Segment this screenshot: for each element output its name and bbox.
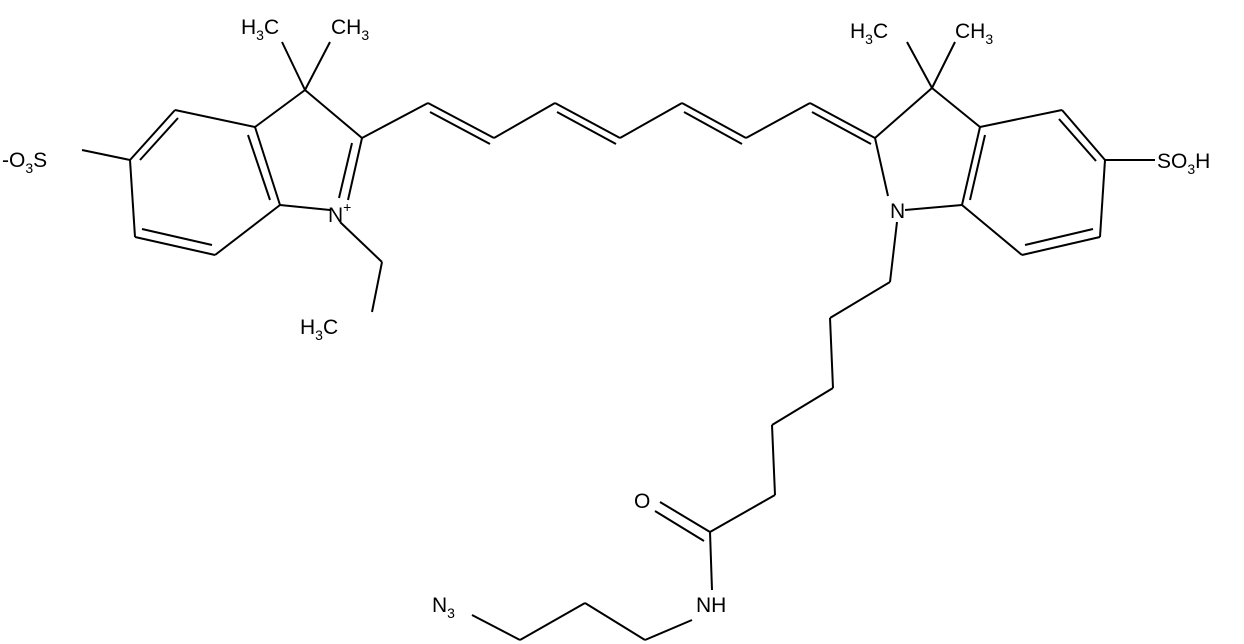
- bond: [347, 137, 363, 201]
- bond: [619, 102, 683, 139]
- bond: [141, 228, 213, 246]
- bond: [281, 41, 306, 91]
- bond: [931, 41, 956, 89]
- bond: [361, 102, 429, 139]
- atom-label-oxygen: O: [634, 490, 650, 513]
- bond: [931, 87, 981, 128]
- bond: [979, 109, 1063, 128]
- bond: [906, 41, 933, 89]
- bond: [961, 126, 981, 206]
- bond: [745, 102, 811, 139]
- bond: [969, 134, 986, 201]
- bond: [659, 501, 711, 533]
- bond: [134, 236, 216, 256]
- bond: [304, 89, 363, 139]
- bond: [644, 619, 693, 641]
- atom-label-h3c: H3C: [850, 20, 888, 47]
- bond: [874, 87, 933, 139]
- bond: [709, 531, 713, 591]
- bond: [254, 89, 306, 128]
- bond: [129, 109, 176, 161]
- atom-label-n-plus: N+: [328, 199, 351, 227]
- bond: [654, 510, 705, 542]
- bond: [1024, 228, 1094, 246]
- bond: [1099, 159, 1106, 238]
- atom-label-sulfonic-acid: SO3H: [1157, 150, 1210, 177]
- bond: [771, 424, 776, 496]
- atom-label-h3c: H3C: [241, 16, 279, 43]
- bond: [961, 204, 1023, 256]
- atom-label-nh: NH: [696, 594, 726, 617]
- bond: [247, 134, 271, 201]
- bond: [129, 159, 136, 238]
- bond: [493, 102, 556, 139]
- atom-labels: H3C CH3 -O3S N+ H3C H3C CH3 N SO3H O NH: [2, 16, 1210, 621]
- atom-label-ch3: CH3: [955, 20, 993, 47]
- atom-label-sulfonate: -O3S: [2, 149, 47, 176]
- bond: [81, 149, 131, 161]
- bond: [811, 111, 872, 145]
- bond: [214, 204, 281, 256]
- bond: [174, 109, 256, 128]
- bond: [429, 111, 491, 145]
- bond: [829, 317, 834, 389]
- bond: [904, 204, 963, 211]
- atom-label-azide: N3: [432, 594, 455, 621]
- bond: [427, 102, 495, 139]
- atom-label-h3c-ethyl: H3C: [300, 316, 338, 343]
- bond: [338, 142, 353, 199]
- bond: [1021, 236, 1101, 256]
- bond: [139, 117, 179, 161]
- bond: [681, 102, 747, 139]
- bond: [829, 281, 891, 319]
- bond: [771, 387, 834, 426]
- bond: [809, 102, 876, 139]
- bond: [339, 221, 383, 263]
- bond: [371, 261, 383, 313]
- bond: [709, 494, 776, 533]
- bond: [556, 111, 617, 145]
- bond: [519, 602, 586, 641]
- bond: [254, 126, 281, 206]
- atom-label-ch3: CH3: [331, 16, 369, 43]
- bond: [279, 204, 331, 211]
- bonds: [81, 41, 1155, 641]
- bond: [1058, 118, 1097, 162]
- bond: [471, 614, 521, 641]
- atom-label-n: N: [890, 200, 905, 223]
- bond: [889, 221, 898, 283]
- bond: [683, 111, 743, 145]
- bond: [874, 137, 889, 197]
- bond: [554, 102, 621, 139]
- bond: [1061, 109, 1106, 161]
- bond: [584, 602, 646, 641]
- bond: [304, 41, 331, 91]
